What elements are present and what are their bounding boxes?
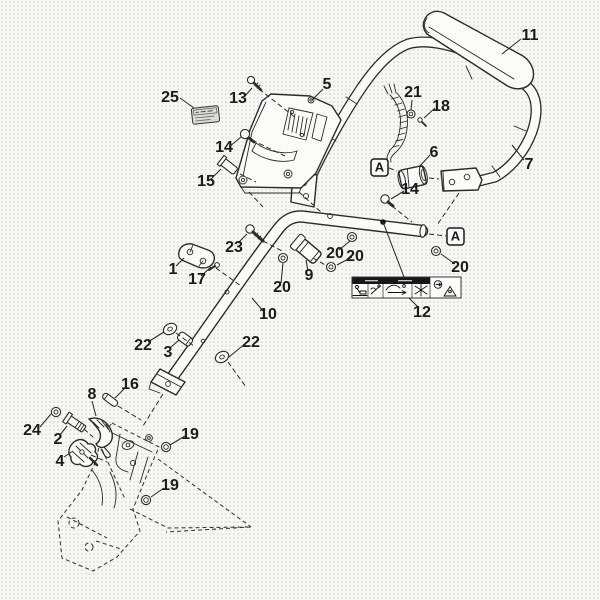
callout-2: 2 [54, 431, 63, 448]
callout-19-lower: 19 [161, 477, 179, 494]
callout-17: 17 [188, 271, 206, 288]
cap-nut-19-lower [140, 494, 152, 506]
callout-11: 11 [522, 27, 539, 44]
callout-24: 24 [23, 422, 41, 439]
bolt-15 [216, 154, 238, 175]
plate-25 [190, 105, 221, 125]
callout-10: 10 [259, 306, 277, 323]
nut-24 [50, 406, 62, 418]
callout-14-lower: 14 [401, 181, 419, 198]
washer-22-left [162, 322, 178, 336]
handlebar-mount-plate-right [440, 167, 483, 192]
flange-nut-20-mid [325, 261, 337, 273]
callout-15: 15 [197, 173, 215, 190]
cam-lever-8 [88, 417, 113, 459]
callout-6: 6 [430, 144, 439, 161]
callout-5: 5 [323, 76, 332, 93]
callout-20-d: 20 [451, 259, 469, 276]
console-panel [235, 93, 342, 194]
ref-markers: A A [370, 158, 465, 246]
callout-20-a: 20 [273, 279, 291, 296]
mower-deck-bracket-phantom [57, 422, 252, 572]
callout-14-upper: 14 [215, 139, 233, 156]
assembly-lines [83, 88, 460, 463]
bolt-2 [62, 411, 87, 433]
callout-18: 18 [432, 98, 450, 115]
bushing-9 [289, 233, 322, 264]
label-header-bar [352, 277, 430, 284]
instruction-label-12 [351, 276, 462, 299]
handle-grip [422, 10, 535, 90]
callout-12: 12 [413, 304, 431, 321]
callout-4: 4 [56, 453, 65, 470]
screw-13 [246, 75, 263, 92]
screw-17 [208, 262, 220, 271]
cable-clamp-1 [177, 243, 216, 269]
screw-18 [417, 117, 427, 127]
lower-handle-tube [148, 210, 429, 396]
ref-marker-a1: A [375, 160, 385, 175]
callout-22-a: 22 [134, 337, 152, 354]
flange-nut-20-left [277, 252, 289, 264]
star-knob-4 [68, 438, 99, 468]
callout-19-upper: 19 [181, 426, 199, 443]
callout-7: 7 [525, 156, 534, 173]
callout-21: 21 [404, 84, 422, 101]
callout-8: 8 [88, 386, 97, 403]
callout-3: 3 [164, 344, 173, 361]
callouts: 25 13 5 11 21 18 7 6 14 15 14 23 1 17 9 … [23, 27, 538, 494]
callout-25: 25 [161, 89, 179, 106]
washer-22-right [214, 350, 230, 364]
callout-9: 9 [305, 267, 314, 284]
cap-nut-19-upper [160, 441, 172, 453]
callout-20-b: 20 [326, 245, 344, 262]
ref-marker-box-a1 [370, 158, 389, 177]
callout-23: 23 [225, 239, 243, 256]
callout-13: 13 [229, 90, 247, 107]
bushing-6 [397, 165, 428, 190]
ref-marker-a2: A [451, 229, 461, 244]
pin-16 [102, 392, 119, 407]
callout-20-c: 20 [346, 248, 364, 265]
flange-nut-20-top [346, 231, 358, 243]
callout-1: 1 [169, 261, 178, 278]
flange-nut-20-right [430, 245, 442, 257]
cable-guide-spring [383, 83, 408, 163]
callout-22-b: 22 [242, 334, 260, 351]
leader-lines [39, 38, 525, 498]
screw-14-lower [380, 194, 395, 208]
ref-marker-box-a2 [446, 227, 465, 246]
screw-23 [245, 224, 265, 243]
nut-21 [406, 109, 416, 119]
callout-16: 16 [121, 376, 139, 393]
screw-14-upper [239, 128, 256, 144]
